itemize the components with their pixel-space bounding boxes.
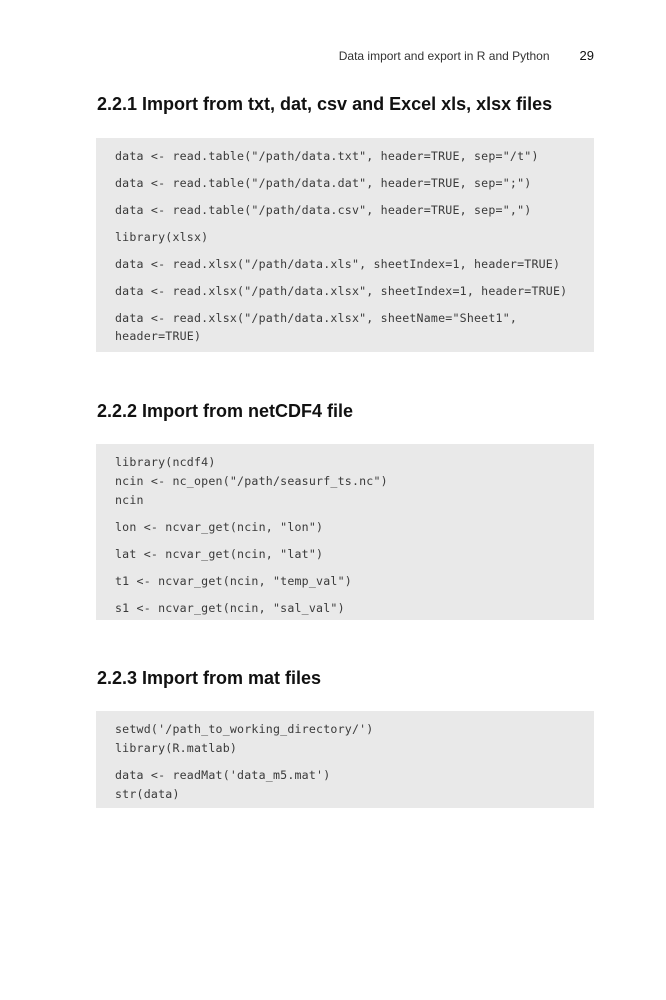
code-line: data <- read.xlsx("/path/data.xlsx", she…	[115, 284, 568, 298]
code-line: ncin <- nc_open("/path/seasurf_ts.nc")	[115, 474, 388, 488]
code-line: data <- read.table("/path/data.csv", hea…	[115, 203, 532, 217]
code-line: library(ncdf4)	[115, 455, 216, 469]
code-line: lat <- ncvar_get(ncin, "lat")	[115, 547, 324, 561]
code-line: header=TRUE)	[115, 329, 202, 343]
section-heading-2-2-3: 2.2.3 Import from mat files	[97, 668, 322, 688]
code-block-2-2-1: data <- read.table("/path/data.txt", hea…	[96, 138, 594, 352]
code-block-2-2-2: library(ncdf4) ncin <- nc_open("/path/se…	[96, 444, 594, 620]
code-line: data <- read.xlsx("/path/data.xls", shee…	[115, 257, 561, 271]
page-number: 29	[579, 48, 594, 63]
code-line: ncin	[115, 493, 144, 507]
code-line: data <- read.table("/path/data.dat", hea…	[115, 176, 532, 190]
code-line: data <- read.xlsx("/path/data.xlsx", she…	[115, 311, 518, 325]
code-line: data <- read.table("/path/data.txt", hea…	[115, 149, 539, 163]
section-heading-2-2-1: 2.2.1 Import from txt, dat, csv and Exce…	[97, 94, 553, 114]
code-block-2-2-3: setwd('/path_to_working_directory/') lib…	[96, 711, 594, 808]
code-line: lon <- ncvar_get(ncin, "lon")	[115, 520, 324, 534]
running-head-title: Data import and export in R and Python	[338, 49, 550, 63]
section-heading-2-2-2: 2.2.2 Import from netCDF4 file	[97, 401, 354, 421]
code-line: setwd('/path_to_working_directory/')	[115, 722, 374, 736]
code-line: t1 <- ncvar_get(ncin, "temp_val")	[115, 574, 352, 588]
code-line: s1 <- ncvar_get(ncin, "sal_val")	[115, 601, 345, 615]
code-line: library(xlsx)	[115, 230, 209, 244]
running-head: Data import and export in R and Python 2…	[339, 48, 594, 63]
code-line: library(R.matlab)	[115, 741, 238, 755]
code-line: data <- readMat('data_m5.mat')	[115, 768, 331, 782]
code-line: str(data)	[115, 787, 180, 801]
